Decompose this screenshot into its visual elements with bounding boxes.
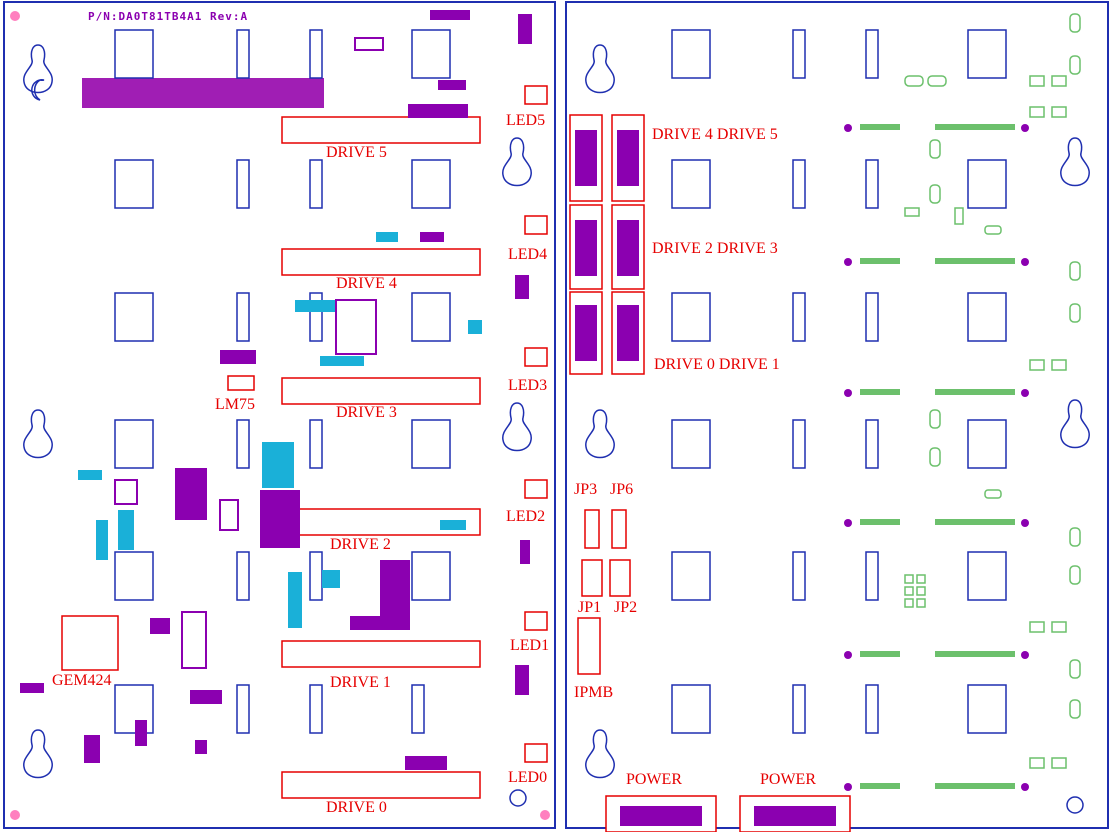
led3-label: LED3 <box>508 377 548 394</box>
part-number-label: P/N:DA0T81TB4A1 Rev:A <box>88 10 249 23</box>
drive-3-label: DRIVE 3 <box>336 404 397 421</box>
drive-connector <box>281 377 481 405</box>
led5-label: LED5 <box>506 112 546 129</box>
jp3-label: JP3 <box>574 481 598 498</box>
jp2-label: JP2 <box>614 599 638 616</box>
mounting-hole <box>23 409 53 459</box>
led2-label: LED2 <box>506 508 546 525</box>
drive-4-label: DRIVE 4 <box>336 275 397 292</box>
power-label-1: POWER <box>626 771 682 788</box>
fiducial-mark <box>10 11 20 21</box>
drive-connector <box>281 771 481 799</box>
mounting-hole <box>23 44 53 94</box>
jp6-label: JP6 <box>610 481 634 498</box>
label-area-bar <box>82 78 324 108</box>
drive-0-label: DRIVE 0 <box>326 799 387 816</box>
drive-1-label: DRIVE 1 <box>330 674 391 691</box>
mounting-hole <box>502 402 532 452</box>
drive-2-3-label: DRIVE 2 DRIVE 3 <box>652 240 778 257</box>
fiducial-mark <box>540 810 550 820</box>
power-label-2: POWER <box>760 771 816 788</box>
drive-5-label: DRIVE 5 <box>326 144 387 161</box>
led0-label: LED0 <box>508 769 548 786</box>
jp1-label: JP1 <box>578 599 602 616</box>
drive-4-5-label: DRIVE 4 DRIVE 5 <box>652 126 778 143</box>
fiducial-mark <box>10 810 20 820</box>
gem424-label: GEM424 <box>52 672 112 689</box>
led4-label: LED4 <box>508 246 548 263</box>
drive-connector <box>281 116 481 144</box>
mounting-hole <box>502 137 532 187</box>
mounting-hole <box>509 789 527 807</box>
lm75-label: LM75 <box>215 396 255 413</box>
drive-connector <box>281 640 481 668</box>
ipmb-label: IPMB <box>574 684 614 701</box>
mounting-hole <box>31 79 45 101</box>
left-board-outline <box>3 1 556 829</box>
led1-label: LED1 <box>510 637 550 654</box>
drive-2-label: DRIVE 2 <box>330 536 391 553</box>
drive-0-1-label: DRIVE 0 DRIVE 1 <box>654 356 780 373</box>
mounting-hole <box>23 729 53 779</box>
drive-connector <box>281 248 481 276</box>
